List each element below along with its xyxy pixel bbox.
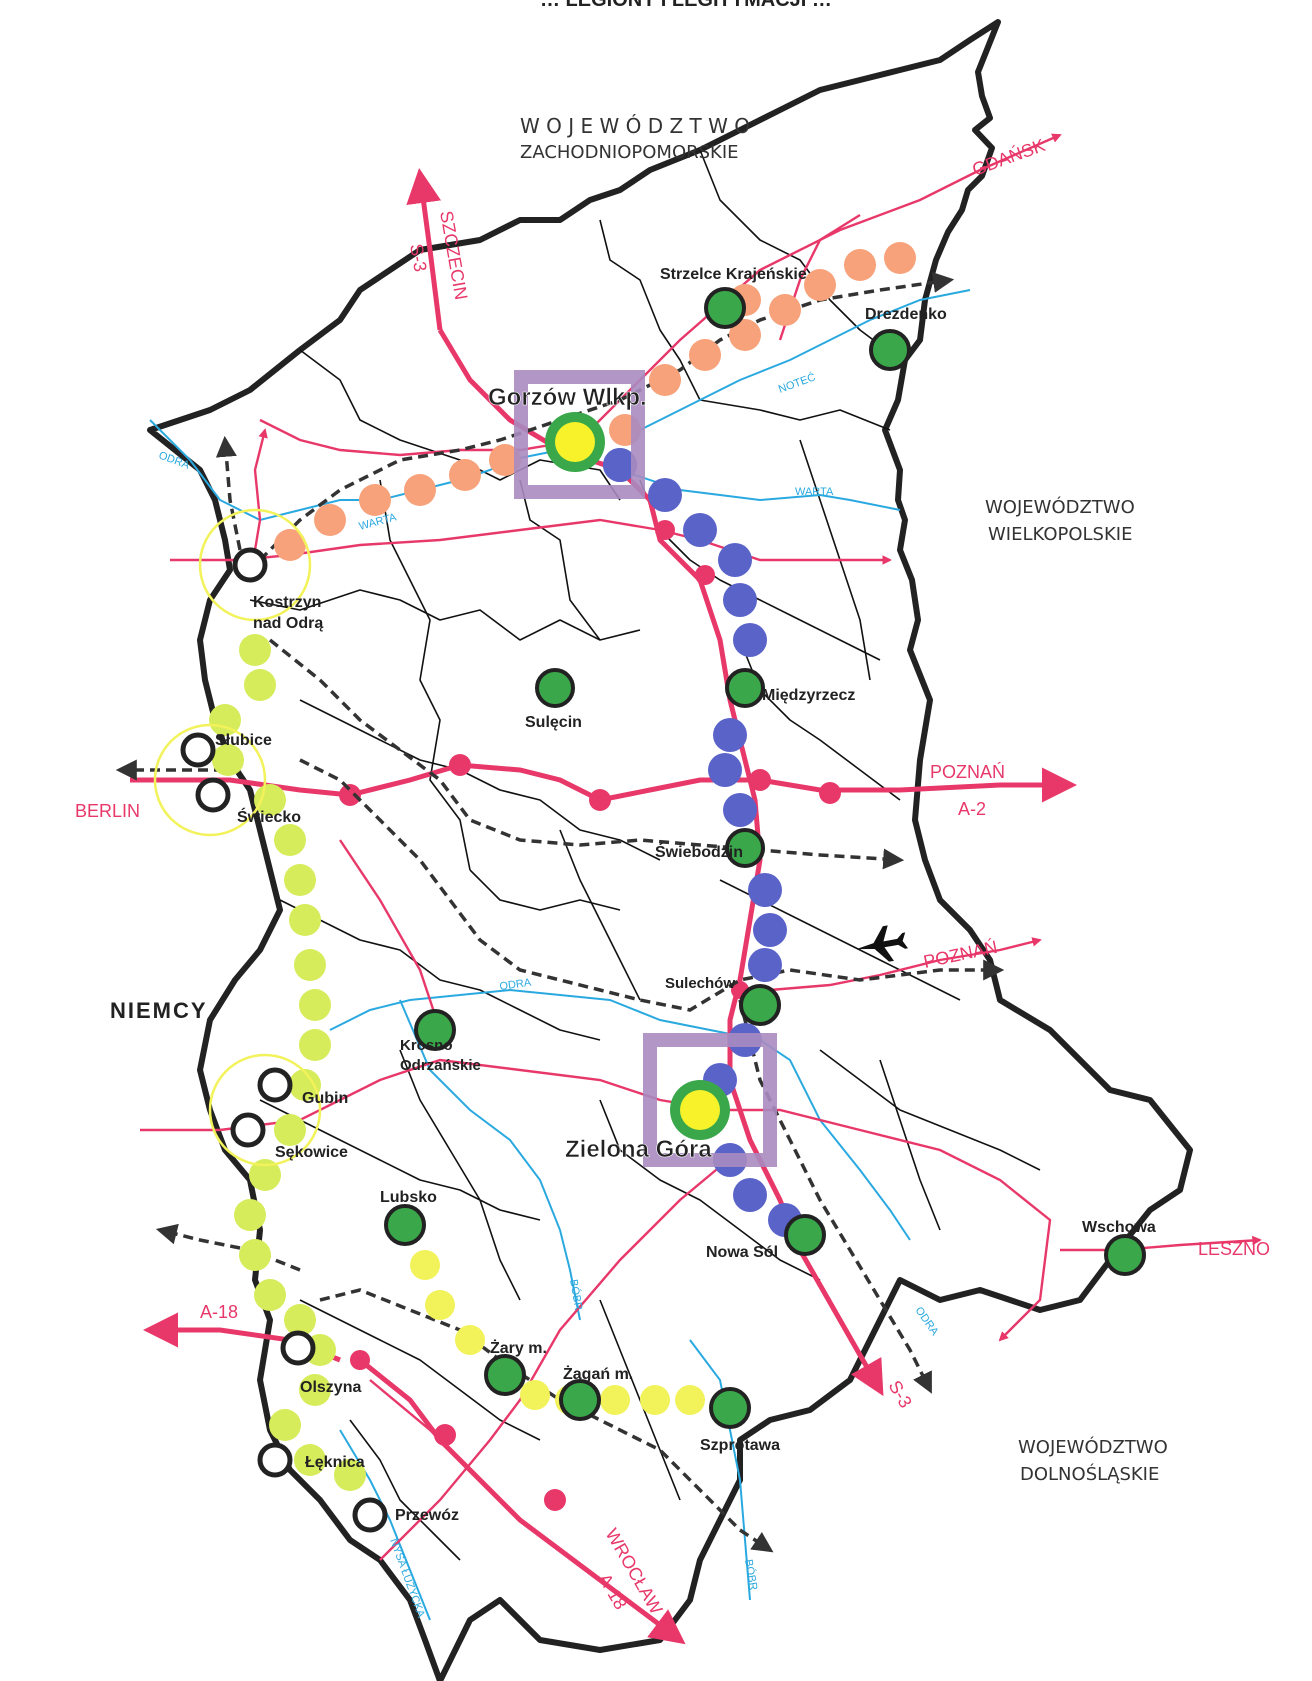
city-label-sulecin: Sulęcin [525, 714, 582, 731]
city-label-leknica: Łęknica [305, 1454, 365, 1471]
city-label-olszyna: Olszyna [300, 1379, 361, 1396]
route-label-poznan-a2: POZNAŃ [930, 762, 1005, 782]
city-label-drezdenko: Drezdenko [865, 306, 947, 323]
route-label-berlin: BERLIN [75, 801, 140, 821]
region-label-north-1: W O J E W Ó D Z T W O [520, 114, 750, 138]
yellow-zone-dots [410, 1250, 705, 1415]
route-label-leszno: LESZNO [1198, 1239, 1270, 1259]
airplane-icon [856, 925, 908, 962]
city-label-zary: Żary m. [490, 1339, 547, 1357]
main-city-frames [514, 370, 777, 1167]
city-label-lubsko: Lubsko [380, 1189, 437, 1206]
river-label-odra-c: ODRA [499, 977, 533, 993]
river-label-bobr-1: BÓBR [567, 1278, 585, 1311]
city-label-krosno-1: Krosno [400, 1037, 453, 1054]
river-label-warta-e: WARTA [795, 486, 834, 498]
region-label-south-2: DOLNOŚLĄSKIE [1020, 1463, 1159, 1485]
route-label-s3-north: S-3 [406, 242, 431, 273]
route-label-a2: A-2 [958, 799, 986, 819]
route-label-a18-west: A-18 [200, 1302, 238, 1322]
region-label-east-2: WIELKOPOLSKIE [988, 524, 1132, 545]
border-crossing-rings [153, 508, 322, 1167]
city-label-slubice: Słubice [215, 732, 272, 749]
city-label-krosno-2: Odrzańskie [400, 1057, 481, 1074]
region-label-east-1: WOJEWÓDZTWO [985, 496, 1135, 518]
river-label-bobr-2: BÓBR [742, 1558, 760, 1591]
city-label-gorzow: Gorzów Wlkp. [488, 384, 647, 411]
city-label-swiecko: Świecko [237, 807, 301, 826]
city-circles [384, 287, 1146, 1429]
city-label-sulechow: Sulechów [665, 975, 735, 992]
lime-zone-dots [209, 634, 366, 1491]
city-label-szprotawa: Szprotawa [700, 1437, 780, 1454]
city-label-gubin: Gubin [302, 1090, 348, 1107]
city-label-wschowa: Wschowa [1082, 1219, 1156, 1236]
city-label-przewoz: Przewóz [395, 1507, 459, 1524]
main-city-markers [545, 412, 730, 1140]
city-label-zielona-gora: Zielona Góra [565, 1136, 712, 1163]
region-label-west: NIEMCY [110, 998, 208, 1023]
river-label-odra-s: ODRA [913, 1305, 941, 1338]
city-label-nowa-sol: Nowa Sól [706, 1244, 778, 1261]
road-junctions [339, 520, 841, 1511]
city-label-zagan: Żagań m. [563, 1365, 633, 1383]
header-fragment: … LEGIONY I LEGITYMACJI … [540, 0, 832, 11]
region-label-south-1: WOJEWÓDZTWO [1018, 1436, 1168, 1458]
region-label-north-2: ZACHODNIOPOMORSKIE [520, 142, 739, 163]
route-label-s3-south: S-3 [885, 1377, 916, 1411]
city-label-swiebodzin: Świebodzin [655, 842, 743, 861]
city-label-strzelce: Strzelce Krajeńskie [660, 266, 807, 283]
city-label-sekowice: Sękowice [275, 1144, 348, 1161]
city-label-kostrzyn-2: nad Odrą [253, 615, 323, 632]
city-label-miedzyrzecz: Międzyrzecz [762, 687, 855, 704]
roads-thin [140, 133, 1262, 1561]
city-label-kostrzyn-1: Kostrzyn [253, 594, 321, 611]
border-crossing-circles [180, 547, 388, 1533]
